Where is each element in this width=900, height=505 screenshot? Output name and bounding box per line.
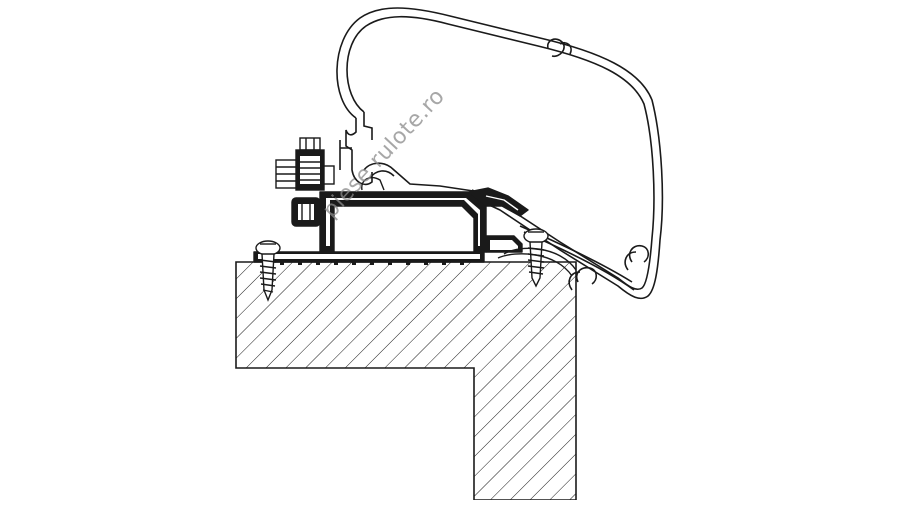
roof-screw-left [255,240,281,302]
cassette-hook [339,112,481,193]
hex-bolt [275,137,335,227]
roof-edge-trim [497,247,577,277]
roof-screw-right [523,228,549,288]
awning-cassette [336,7,664,300]
roof-wall-section [235,261,577,501]
roof-adapter-rail [253,176,529,265]
